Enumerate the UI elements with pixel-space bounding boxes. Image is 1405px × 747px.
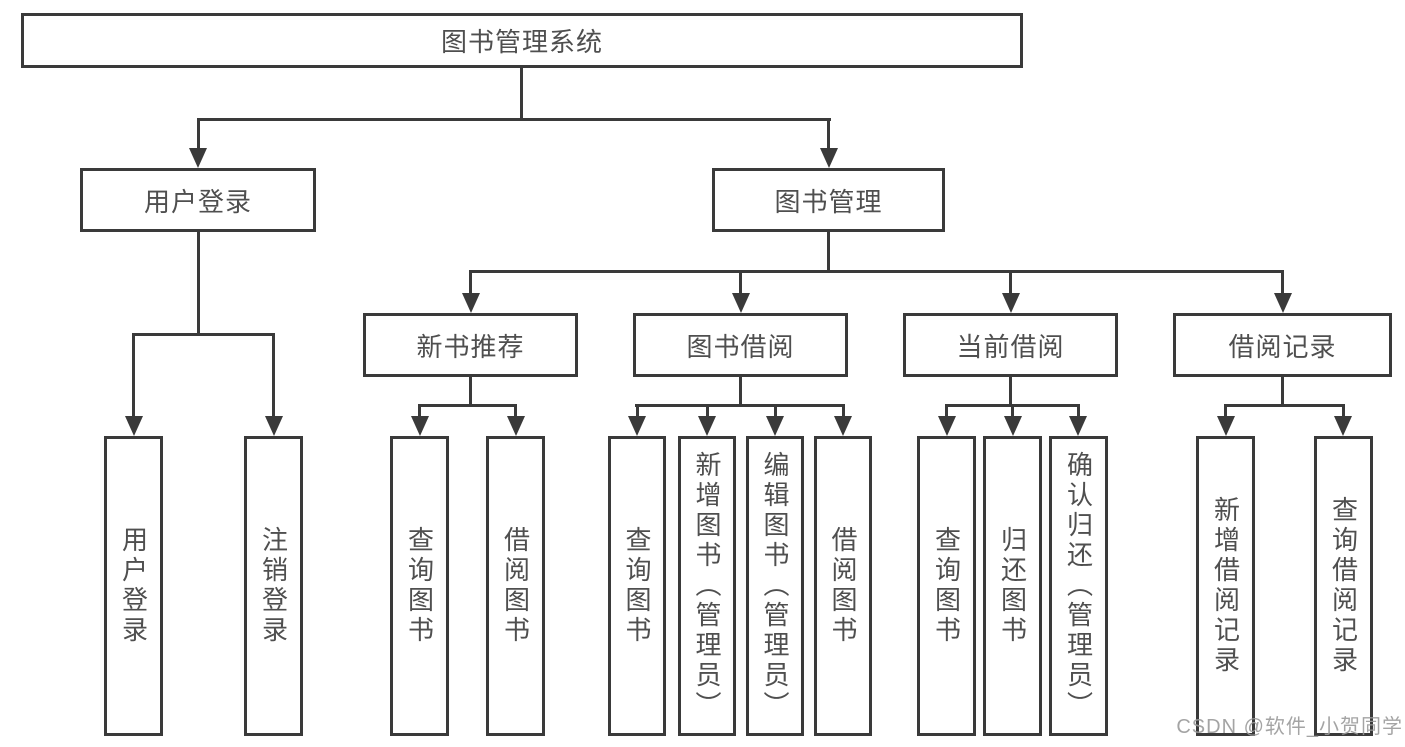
node-book-borrow: 图书借阅	[633, 313, 848, 377]
node-label: 查询图书	[404, 526, 435, 646]
leaf-add-book-admin: 新增图书（管理员）	[678, 436, 736, 736]
connector-line	[636, 404, 639, 418]
node-label: 注销登录	[258, 526, 289, 646]
connector-line	[418, 404, 517, 407]
node-label: 查询图书	[931, 526, 962, 646]
node-label: 确认归还（管理员）	[1063, 451, 1094, 721]
node-label: 当前借阅	[956, 331, 1065, 362]
connector-line	[1281, 270, 1284, 295]
arrow-down-icon	[411, 416, 429, 436]
connector-line	[774, 404, 777, 418]
connector-line	[197, 118, 200, 150]
leaf-logout: 注销登录	[244, 436, 303, 736]
leaf-return-books: 归还图书	[983, 436, 1042, 736]
connector-line	[1009, 270, 1012, 295]
connector-line	[739, 270, 742, 295]
connector-line	[1077, 404, 1080, 418]
node-label: 借阅记录	[1228, 331, 1337, 362]
leaf-query-borrow-record: 查询借阅记录	[1314, 436, 1373, 736]
leaf-confirm-return-admin: 确认归还（管理员）	[1049, 436, 1108, 736]
arrow-down-icon	[265, 416, 283, 436]
leaf-query-books-borrow: 查询图书	[608, 436, 666, 736]
connector-line	[1342, 404, 1345, 418]
arrow-down-icon	[1069, 416, 1087, 436]
arrow-down-icon	[1002, 293, 1020, 313]
node-label: 图书管理系统	[440, 27, 603, 57]
arrow-down-icon	[938, 416, 956, 436]
connector-line	[739, 377, 742, 407]
leaf-query-books-current: 查询图书	[917, 436, 976, 736]
node-label: 用户登录	[118, 526, 149, 646]
node-label: 编辑图书（管理员）	[760, 451, 790, 721]
connector-line	[514, 404, 517, 418]
arrow-down-icon	[1334, 416, 1352, 436]
connector-line	[827, 232, 830, 273]
connector-line	[827, 118, 830, 150]
leaf-user-login: 用户登录	[104, 436, 163, 736]
connector-line	[197, 232, 200, 335]
connector-line	[945, 404, 948, 418]
leaf-borrow-books-borrow: 借阅图书	[814, 436, 872, 736]
csdn-watermark: CSDN @软件_小贺同学	[1176, 716, 1403, 738]
connector-line	[469, 377, 472, 407]
connector-line	[635, 404, 845, 407]
arrow-down-icon	[628, 416, 646, 436]
node-root: 图书管理系统	[21, 13, 1023, 68]
arrow-down-icon	[507, 416, 525, 436]
node-current-borrow: 当前借阅	[903, 313, 1118, 377]
node-label: 借阅图书	[828, 526, 858, 646]
connector-line	[842, 404, 845, 418]
connector-line	[197, 118, 831, 121]
arrow-down-icon	[125, 416, 143, 436]
connector-line	[469, 270, 472, 295]
connector-line	[1011, 404, 1014, 418]
node-label: 借阅图书	[500, 526, 531, 646]
connector-line	[272, 333, 275, 418]
node-borrow-records: 借阅记录	[1173, 313, 1392, 377]
connector-line	[469, 270, 1284, 273]
arrow-down-icon	[732, 293, 750, 313]
arrow-down-icon	[834, 416, 852, 436]
node-label: 查询图书	[622, 526, 652, 646]
arrow-down-icon	[1217, 416, 1235, 436]
leaf-borrow-books-recommend: 借阅图书	[486, 436, 545, 736]
connector-line	[1281, 377, 1284, 407]
connector-line	[418, 404, 421, 418]
node-label: 新增图书（管理员）	[692, 451, 722, 721]
connector-line	[1224, 404, 1227, 418]
node-book-management: 图书管理	[712, 168, 945, 232]
leaf-add-borrow-record: 新增借阅记录	[1196, 436, 1255, 736]
connector-line	[1009, 377, 1012, 407]
arrow-down-icon	[766, 416, 784, 436]
connector-line	[706, 404, 709, 418]
node-new-book-recommend: 新书推荐	[363, 313, 578, 377]
arrow-down-icon	[820, 148, 838, 168]
arrow-down-icon	[698, 416, 716, 436]
arrow-down-icon	[189, 148, 207, 168]
node-label: 图书管理	[774, 186, 883, 217]
connector-line	[1224, 404, 1345, 407]
node-label: 图书借阅	[686, 331, 795, 362]
node-user-login: 用户登录	[80, 168, 316, 232]
node-label: 用户登录	[143, 186, 252, 217]
node-label: 新书推荐	[416, 331, 525, 362]
node-label: 查询借阅记录	[1328, 496, 1359, 676]
leaf-query-books-recommend: 查询图书	[390, 436, 449, 736]
node-label: 新增借阅记录	[1210, 496, 1241, 676]
node-label: 归还图书	[997, 526, 1028, 646]
connector-line	[132, 333, 135, 418]
arrow-down-icon	[1274, 293, 1292, 313]
connector-line	[132, 333, 275, 336]
connector-line	[520, 66, 523, 120]
leaf-edit-book-admin: 编辑图书（管理员）	[746, 436, 804, 736]
arrow-down-icon	[462, 293, 480, 313]
arrow-down-icon	[1004, 416, 1022, 436]
